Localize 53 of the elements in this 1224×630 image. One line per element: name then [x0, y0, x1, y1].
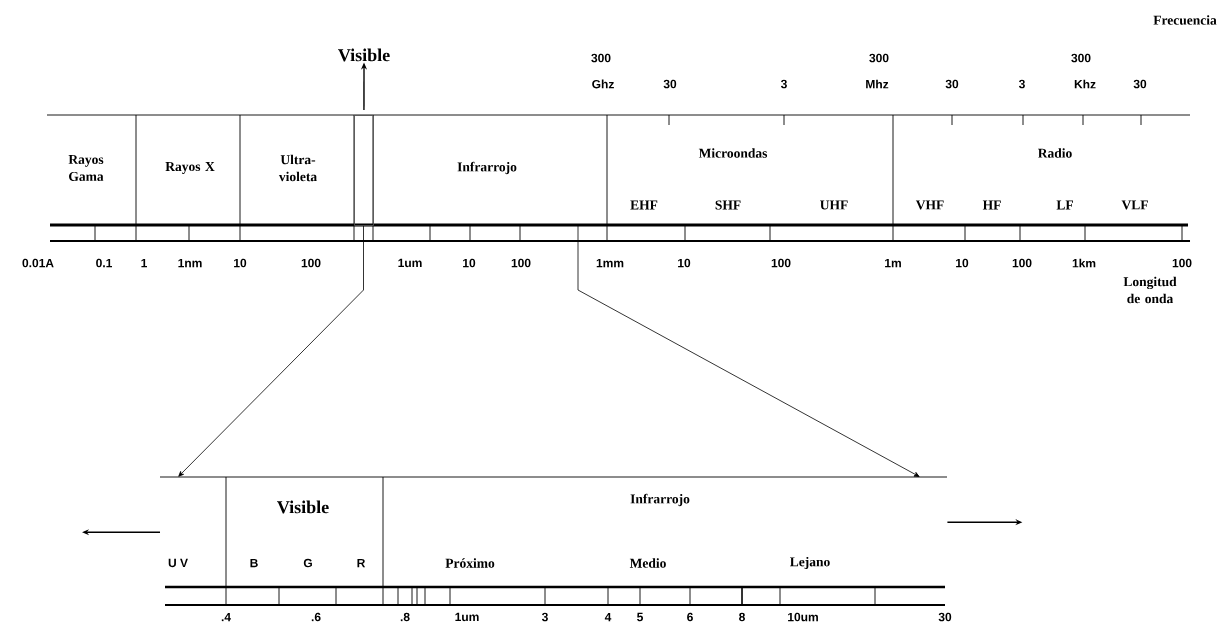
scale-label: 300 — [1071, 53, 1091, 63]
band-cell: Infrarrojo — [372, 114, 608, 242]
scale-label: 1mm — [596, 258, 624, 268]
scale-label: 100 — [1172, 258, 1192, 268]
scale-label: 10 — [678, 258, 691, 268]
scale-label: 1km — [1072, 258, 1096, 268]
zoom-band-cell: Visible B G R — [225, 476, 384, 606]
band-cell: Radio VHF HF LF VLF — [892, 114, 1191, 210]
scale-label: 1 — [141, 258, 147, 268]
band-label: Visible — [338, 48, 390, 62]
scale-label: 0.1 — [96, 258, 112, 268]
scale-label: 10 — [956, 258, 969, 268]
scale-label: 0.01A — [22, 258, 54, 268]
scale-label: 4 — [604, 612, 612, 622]
scale-label: 30 — [1133, 79, 1147, 89]
band-strip — [353, 114, 374, 242]
band-cell: Microondas EHF SHF UHF — [606, 114, 894, 242]
scale-label: Ghz — [592, 79, 614, 89]
scale-label: 1m — [885, 258, 901, 268]
scale-label: 100 — [301, 258, 321, 268]
band-cell: Ultra- violeta — [239, 114, 355, 242]
scale-label: 3 — [1018, 79, 1025, 89]
scale-label: 1um — [398, 258, 422, 268]
scale-label: Mhz — [866, 79, 889, 89]
scale-label: 30 — [663, 79, 677, 89]
scale-label: 100 — [1012, 258, 1032, 268]
scale-label: 10um — [788, 612, 818, 622]
scale-label: 30 — [938, 612, 952, 622]
scale-label: .4 — [221, 612, 231, 622]
scale-label: 6 — [687, 612, 693, 622]
scale-label: 8 — [739, 612, 745, 622]
scale-label: 1um — [455, 612, 479, 622]
scale-label: 30 — [945, 79, 959, 89]
scale-label: 300 — [869, 53, 889, 63]
zoom-arrow — [178, 225, 364, 477]
scale-label: 100 — [771, 258, 791, 268]
scale-label: 1nm — [178, 258, 202, 268]
zoom-band-cell: Infrarrojo Próximo Medio Lejano — [382, 476, 948, 570]
scale-label: Khz — [1074, 79, 1096, 89]
scale-label: 3 — [780, 79, 787, 89]
axis-title: Longitud de onda — [1123, 276, 1177, 304]
band-cell: Rayos X — [135, 114, 241, 242]
band-cell: Rayos Gama — [46, 114, 137, 242]
scale-label: 10 — [234, 258, 247, 268]
scale-label: 300 — [591, 53, 611, 63]
zoom-arrow — [577, 225, 920, 477]
scale-label: .8 — [400, 612, 410, 622]
scale-label: 5 — [637, 612, 643, 622]
scale-label: 100 — [511, 258, 531, 268]
zoom-band-cell: U V — [159, 476, 227, 606]
axis-title: Frecuencia — [1153, 15, 1217, 25]
scale-label: 10 — [463, 258, 476, 268]
scale-label: 3 — [541, 612, 548, 622]
